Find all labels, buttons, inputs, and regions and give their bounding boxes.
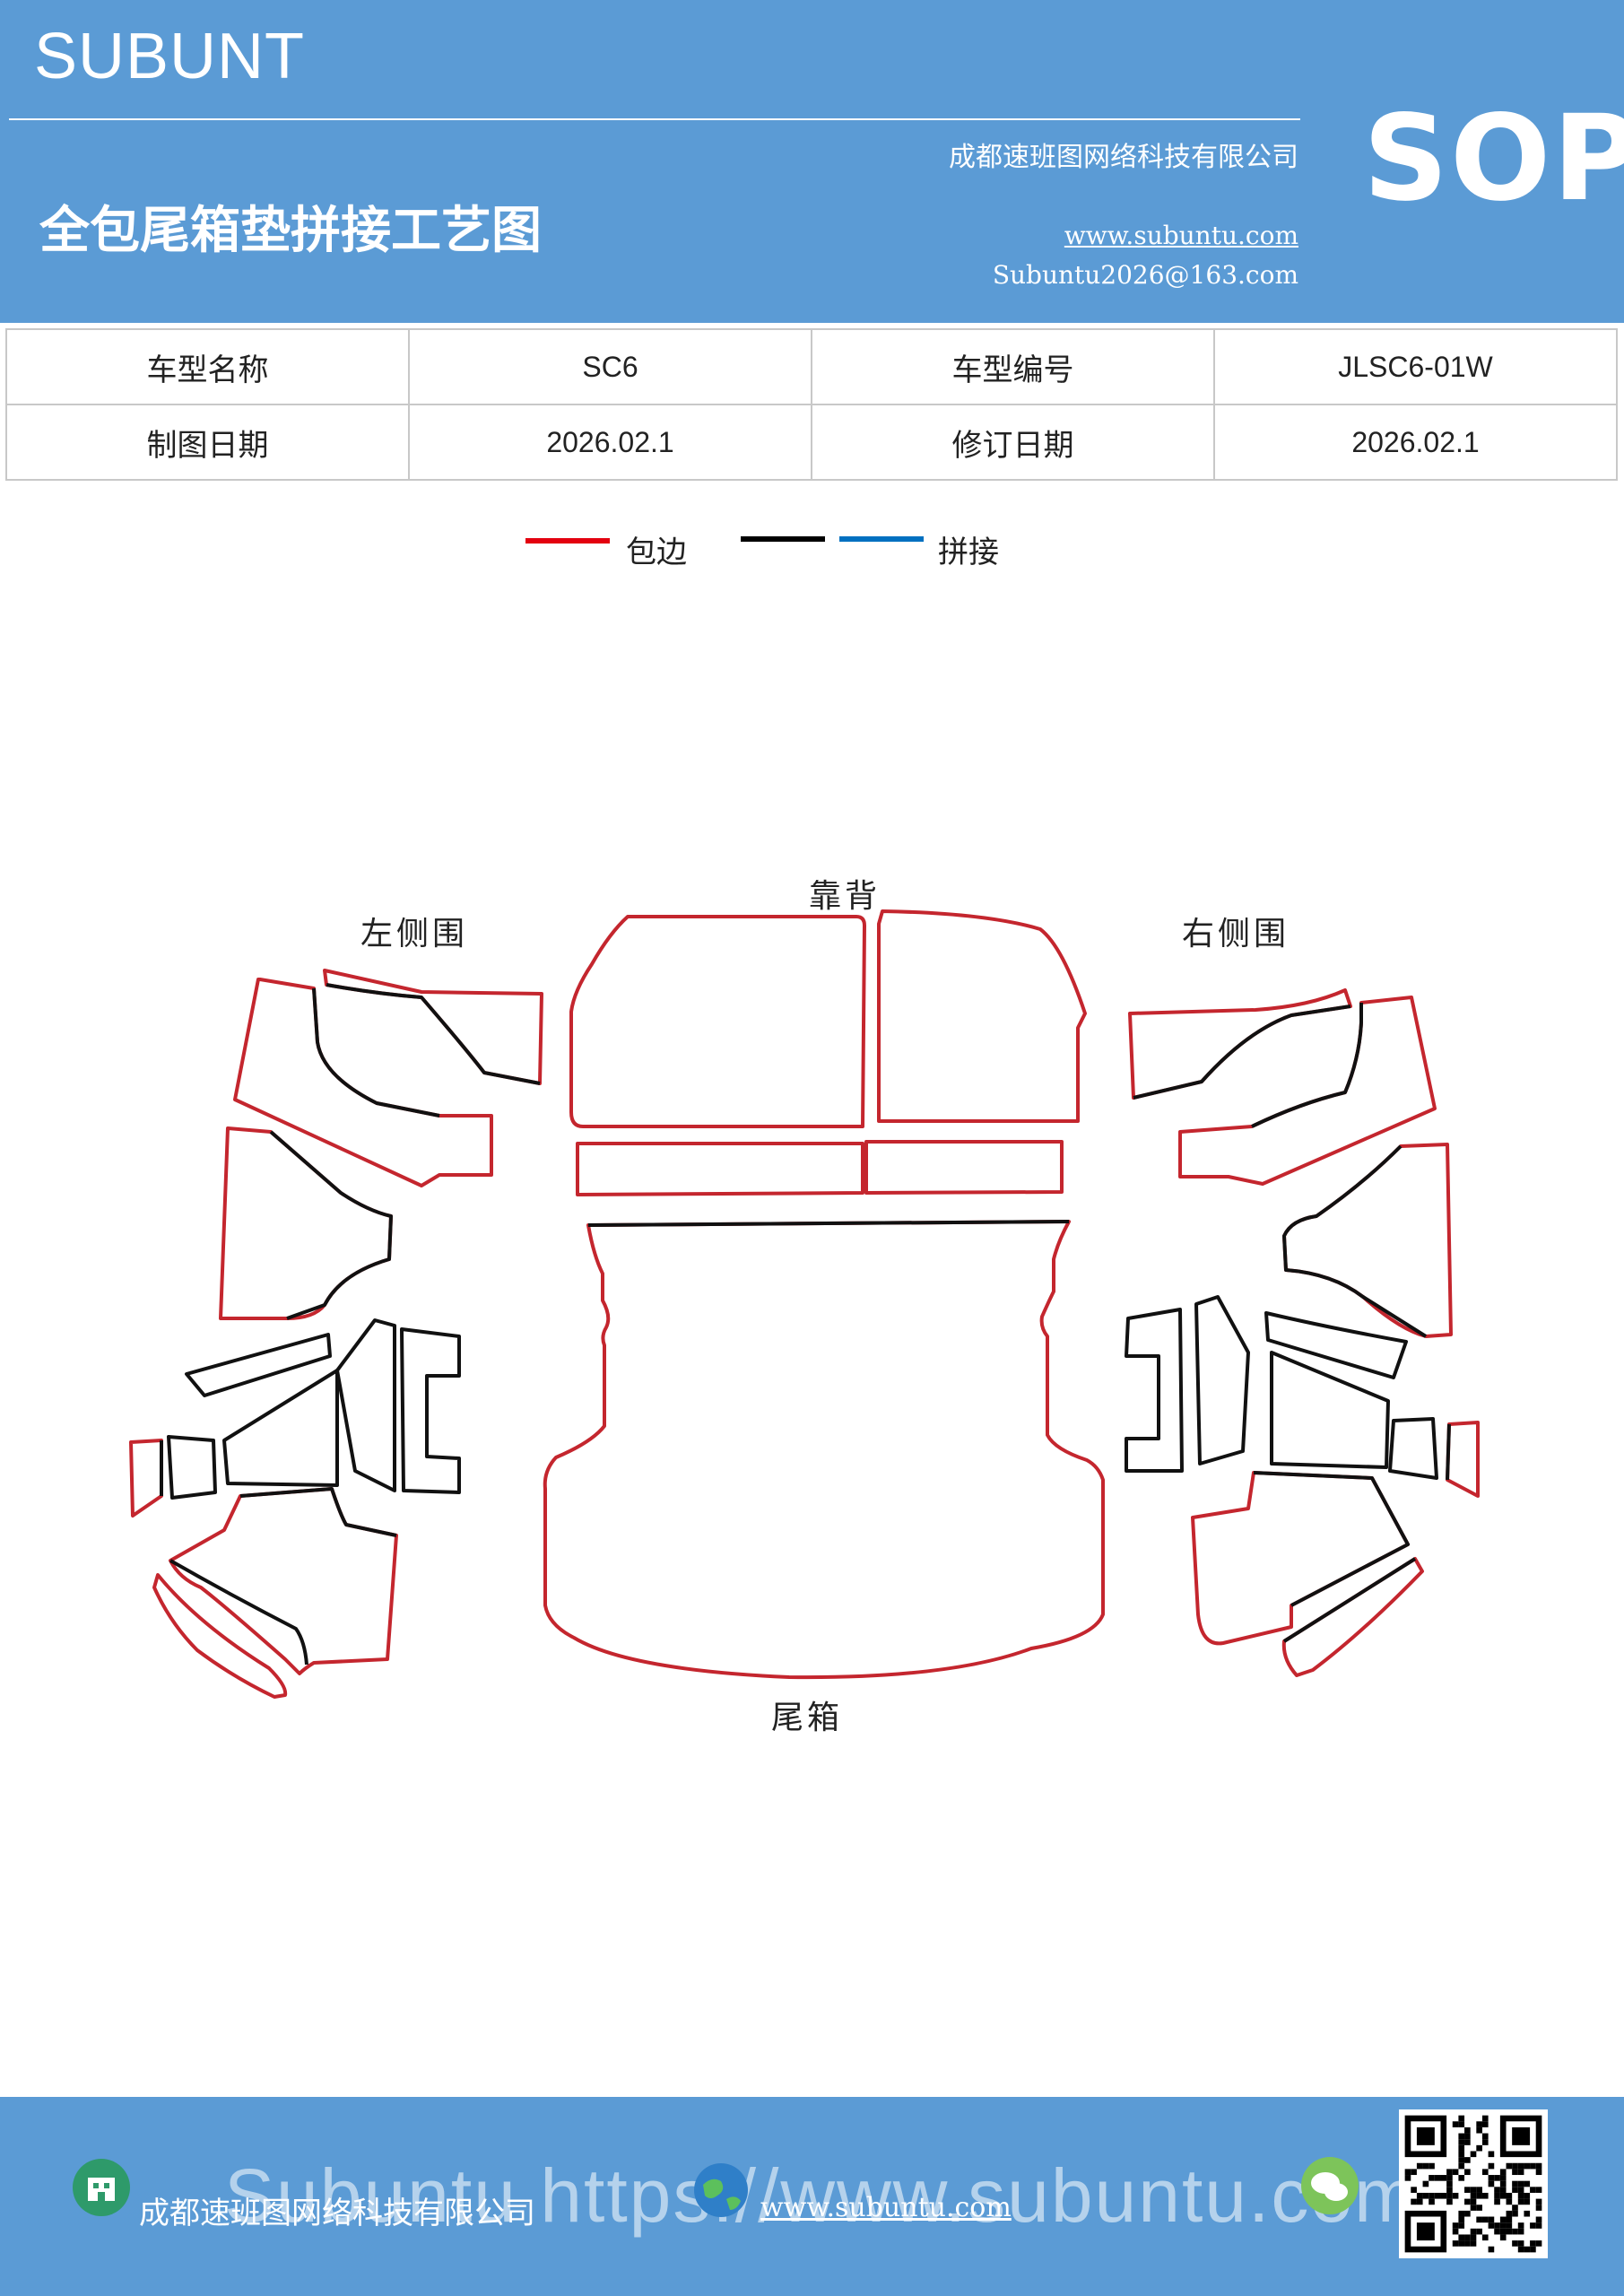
qr-code-icon[interactable]	[1399, 2109, 1548, 2258]
left-end-cap	[129, 1439, 163, 1518]
globe-icon	[694, 2163, 748, 2217]
backrest-strip-left	[576, 1142, 864, 1196]
legend-edge-swatch	[525, 538, 610, 544]
wechat-icon	[1301, 2157, 1359, 2214]
footer-website-link[interactable]: www.subuntu.com	[760, 2192, 1012, 2223]
right-vert-strip-b	[1125, 1308, 1184, 1473]
left-side-label: 左侧围	[360, 916, 469, 952]
left-top-strip-seam	[326, 983, 541, 1085]
building-icon	[73, 2159, 130, 2216]
trunk-label: 尾箱	[771, 1700, 844, 1736]
model-name-label: 车型名称	[5, 328, 410, 405]
info-table: 车型名称 SC6 车型编号 JLSC6-01W 制图日期 2026.02.1 修…	[5, 328, 1618, 481]
model-code-label: 车型编号	[811, 328, 1215, 405]
sop-badge: SOP	[1363, 90, 1624, 228]
right-corner-strip	[1281, 1557, 1424, 1677]
header-banner: SUBUNT 全包尾箱垫拼接工艺图 成都速班图网络科技有限公司 www.subu…	[0, 0, 1624, 323]
backrest-right-panel	[877, 909, 1087, 1123]
left-vert-strip-b	[400, 1327, 461, 1494]
left-small-tab	[185, 1333, 332, 1397]
legend-black-swatch	[741, 536, 825, 542]
right-middle-seam	[1282, 1144, 1428, 1338]
left-corner-strip	[152, 1573, 288, 1699]
right-end-cap	[1446, 1421, 1480, 1498]
document-title: 全包尾箱垫拼接工艺图	[39, 201, 542, 260]
revise-date-label: 修订日期	[811, 404, 1215, 481]
backrest-left-panel	[569, 915, 866, 1128]
legend-splice-swatch	[839, 536, 924, 542]
trunk-floor-panel	[543, 1220, 1105, 1680]
right-side-label: 右侧围	[1182, 916, 1290, 952]
table-row: 制图日期 2026.02.1 修订日期 2026.02.1	[5, 404, 1618, 481]
company-name: 成都速班图网络科技有限公司	[949, 142, 1298, 173]
left-square	[167, 1435, 217, 1500]
trunk-floor-seam	[587, 1220, 1070, 1227]
model-name-value: SC6	[408, 328, 812, 405]
footer-company-name: 成都速班图网络科技有限公司	[139, 2196, 535, 2231]
right-vert-strip-a	[1194, 1295, 1250, 1465]
left-inner-panel	[222, 1369, 339, 1487]
header-divider	[9, 118, 1300, 120]
right-upper-panel	[1178, 996, 1437, 1186]
right-end-cap-seam	[1446, 1423, 1451, 1481]
model-code-value: JLSC6-01W	[1213, 328, 1618, 405]
left-lower-seam	[239, 1487, 397, 1537]
left-upper-panel	[233, 978, 493, 1187]
backrest-strip-right	[864, 1140, 1064, 1195]
footer-banner: Subuntu https://www.subuntu.com 成都速班图网络科…	[0, 2097, 1624, 2296]
revise-date-value: 2026.02.1	[1213, 404, 1618, 481]
right-upper-seam	[1251, 1003, 1363, 1128]
legend-splice-label: 拼接	[938, 535, 999, 570]
backrest-label: 靠背	[809, 878, 881, 915]
brand-logo-text: SUBUNT	[34, 21, 306, 92]
right-square	[1388, 1417, 1438, 1480]
left-middle-panel	[219, 1126, 393, 1320]
right-small-tab	[1264, 1311, 1408, 1379]
left-middle-seam	[269, 1130, 393, 1320]
email-address: Subuntu2026@163.com	[992, 260, 1298, 290]
right-inner-panel	[1270, 1351, 1390, 1469]
draw-date-label: 制图日期	[5, 404, 410, 481]
right-top-strip-seam	[1133, 1004, 1351, 1100]
left-upper-seam	[312, 987, 440, 1118]
footer-watermark-text: Subuntu https://www.subuntu.com	[224, 2153, 1420, 2238]
right-corner-seam	[1282, 1557, 1417, 1643]
legend-edge-label: 包边	[626, 535, 687, 570]
left-top-strip	[323, 969, 543, 1085]
mat-diagram	[129, 909, 1480, 1699]
left-lower-seam-2	[169, 1559, 308, 1665]
right-middle-panel	[1282, 1143, 1453, 1338]
table-row: 车型名称 SC6 车型编号 JLSC6-01W	[5, 328, 1618, 405]
website-link[interactable]: www.subuntu.com	[1064, 221, 1298, 250]
right-lower-seam	[1253, 1471, 1410, 1607]
draw-date-value: 2026.02.1	[408, 404, 812, 481]
left-vert-strip-a	[335, 1318, 396, 1492]
